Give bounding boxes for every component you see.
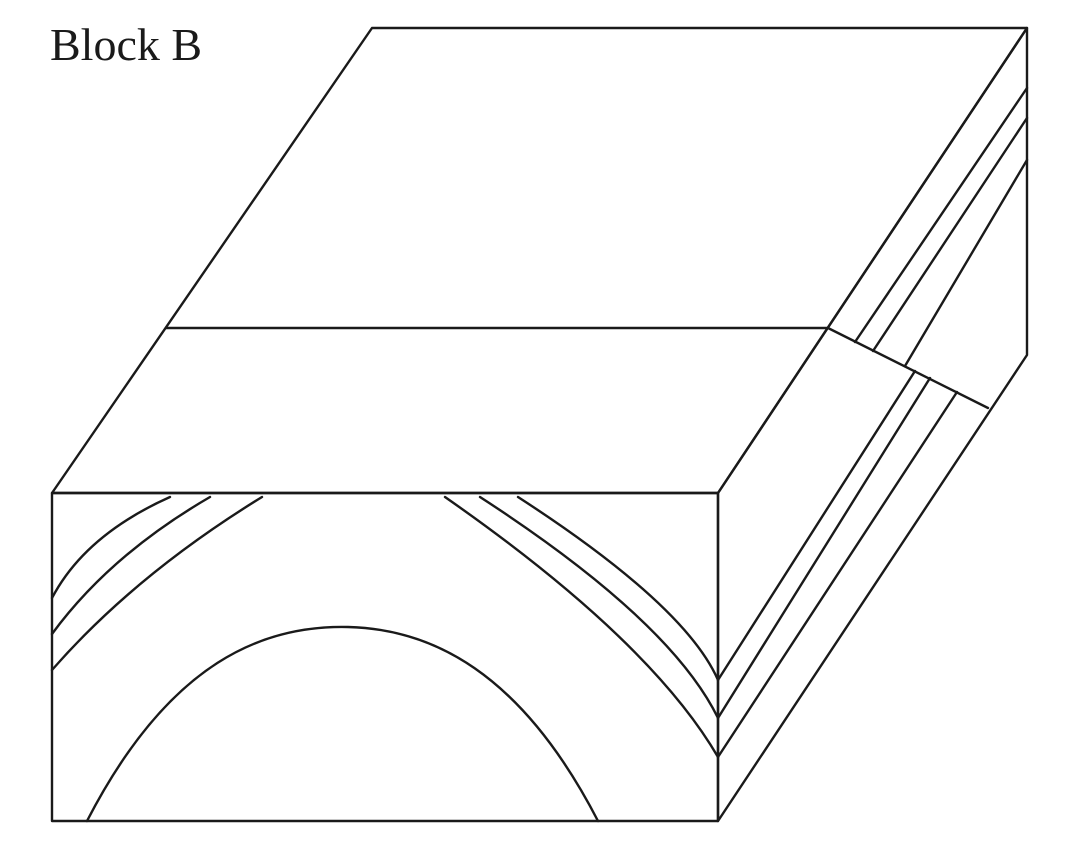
side-face-outline <box>716 26 1029 823</box>
side-face <box>716 26 1029 823</box>
front-face-outline <box>50 491 720 823</box>
side-face-fault-trace <box>826 326 990 410</box>
side-lower-bed-3 <box>716 390 959 759</box>
front-left-bed-3 <box>50 495 264 672</box>
side-lower-bed-1 <box>716 369 917 682</box>
front-left-bed-2 <box>50 495 212 636</box>
side-upper-bed-1 <box>853 86 1029 344</box>
side-upper-bed-3 <box>903 158 1029 368</box>
block-label: Block B <box>50 19 203 70</box>
front-face <box>50 491 720 823</box>
front-anticline-core <box>85 625 600 823</box>
side-lower-bed-2 <box>716 376 932 720</box>
side-upper-bed-2 <box>871 116 1029 353</box>
front-right-bed-3 <box>516 495 720 682</box>
front-left-bed-1 <box>50 495 172 600</box>
front-right-bed-2 <box>478 495 720 720</box>
front-right-bed-1 <box>443 495 720 759</box>
